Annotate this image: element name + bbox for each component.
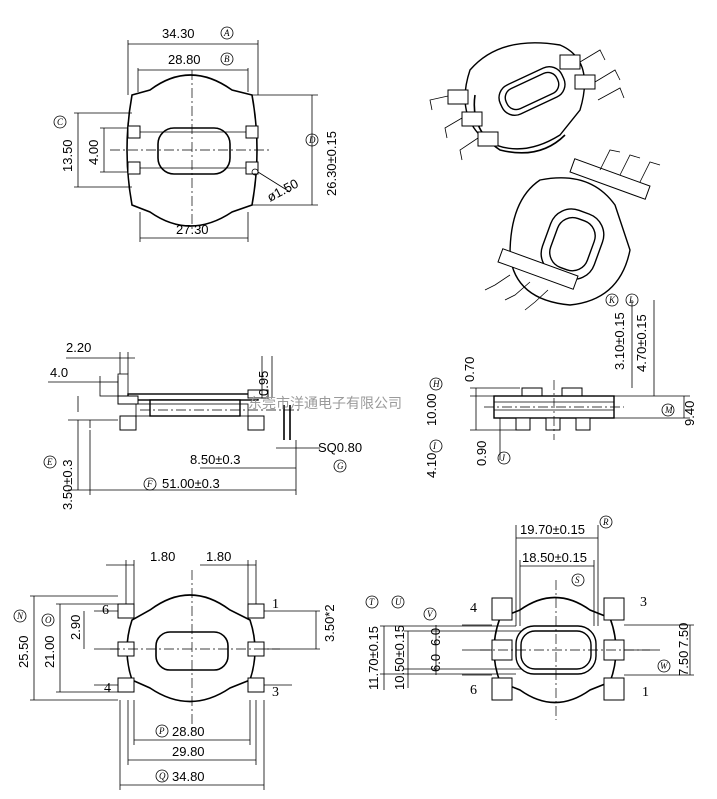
pin-3-right: 3 [640,595,647,610]
dim-19-70: 19.70±0.15 [520,522,585,537]
dim-34-80: 34.80 [172,769,205,784]
dim-3-10: 3.10±0.15 [612,312,627,370]
dim-0-95: 0.95 [256,371,271,396]
pin-6-right: 6 [470,683,477,698]
label-h: H [432,379,440,389]
dim-25-50: 25.50 [16,635,31,668]
dim-6-0-bottom: 6.0 [428,654,443,672]
dim-4-10: 4.10 [424,453,439,478]
dim-0-70: 0.70 [462,357,477,382]
label-o: O [45,615,52,625]
dim-13-50: 13.50 [60,139,75,172]
label-d: D [308,135,316,145]
dim-2-90: 2.90 [68,615,83,640]
isometric-view-bottom [484,149,661,311]
pin-4-right: 4 [470,601,477,616]
dim-29-80: 29.80 [172,744,205,759]
dim-7-50-bottom: 7.50 [676,651,691,676]
dim-4-0: 4.0 [50,365,68,380]
label-p: P [158,726,165,736]
dim-26-30: 26.30±0.15 [324,131,339,196]
dim-28-80: 28.80 [168,52,201,67]
dim-4-70: 4.70±0.15 [634,314,649,372]
isometric-view-top [429,42,625,161]
pin-4-left: 4 [104,681,111,696]
dim-hole: ø1.50 [264,176,300,205]
label-s: S [575,575,580,585]
dim-7-50-top: 7.50 [676,623,691,648]
label-b: B [224,54,230,64]
dim-sq080: SQ0.80 [318,440,362,455]
label-q: Q [159,771,166,781]
dim-1-80-left: 1.80 [150,549,175,564]
dim-6-0-top: 6.0 [428,628,443,646]
dim-0-90: 0.90 [474,441,489,466]
label-g: G [337,461,344,471]
dim-3-50: 3.50±0.3 [60,459,75,510]
front-view: 0.70 10.00 H 4.10 I 0.90 J 3.10±0.15 K 4… [424,293,697,478]
dim-28-80-bottom: 28.80 [172,724,205,739]
bottom-right-view: 19.70±0.15 R 18.50±0.15 S 11.70±0.15 T 1… [365,515,694,720]
dim-3-50x2: 3.50*2 [322,604,337,642]
label-c: C [57,117,64,127]
label-w: W [660,661,669,671]
dim-8-50: 8.50±0.3 [190,452,241,467]
dim-4-00: 4.00 [86,140,101,165]
label-l: L [628,295,634,305]
label-j: J [501,453,506,463]
dim-34-30: 34.30 [162,26,195,41]
top-view: 34.30 A 28.80 B 27.30 13.50 C 4.00 26.30… [53,26,339,242]
label-m: M [664,405,673,415]
label-n: N [16,611,24,621]
dim-11-70: 11.70±0.15 [366,626,381,690]
pin-1-left: 1 [272,597,279,612]
label-f: F [146,479,153,489]
dim-10-50: 10.50±0.15 [392,625,407,690]
dim-10-00: 10.00 [424,393,439,426]
label-e: E [46,457,53,467]
watermark: 东莞市洋通电子有限公司 [248,395,402,412]
dim-9-40: 9.40 [682,401,697,426]
dim-2-20: 2.20 [66,340,91,355]
label-k: K [608,295,616,305]
label-r: R [602,517,609,527]
dim-18-50: 18.50±0.15 [522,550,587,565]
label-v: V [427,609,434,619]
label-i: I [432,441,437,451]
bottom-left-view: 1.80 1.80 25.50 N 21.00 O 2.90 3.50*2 6 … [13,549,337,790]
pin-1-right: 1 [642,685,649,700]
label-a: A [223,28,230,38]
dim-21-00: 21.00 [42,635,57,668]
label-u: U [395,597,402,607]
dim-51-00: 51.00±0.3 [162,476,220,491]
dim-27-30: 27.30 [176,222,209,237]
pin-6-left: 6 [102,603,109,618]
dim-1-80-right: 1.80 [206,549,231,564]
label-t: T [369,597,375,607]
side-view: 2.20 4.0 0.95 SQ0.80 G 8.50±0.3 3.50±0.3… [43,340,362,510]
pin-3-left: 3 [272,685,279,700]
